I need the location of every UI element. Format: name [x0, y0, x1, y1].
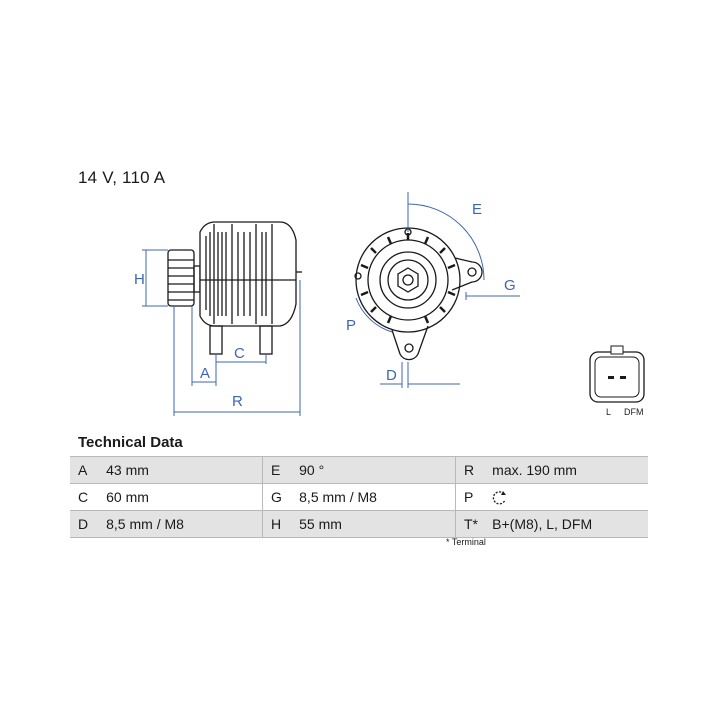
terminal-footnote: * Terminal — [446, 537, 486, 547]
dim-label-a: A — [200, 365, 210, 382]
dim-label-r: R — [232, 393, 243, 410]
spec-key: A — [70, 456, 105, 484]
spec-value: 43 mm — [104, 456, 263, 484]
dim-label-h: H — [134, 271, 145, 288]
spec-value: 60 mm — [104, 483, 263, 511]
front-view — [354, 227, 483, 361]
spec-key: C — [78, 489, 89, 505]
dim-label-e: E — [472, 201, 482, 218]
dimension-lines — [142, 192, 520, 416]
spec-value: B+(M8), L, DFM — [490, 510, 648, 538]
table-row: A 43 mm E 90 ° R max. 190 mm — [70, 456, 648, 484]
spec-key: H — [262, 510, 298, 538]
table-row: D 8,5 mm / M8 H 55 mm T* B+(M8), L, DFM — [70, 510, 648, 538]
spec-value — [490, 484, 648, 511]
spec-value: 90 ° — [297, 456, 457, 484]
technical-data-table: A 43 mm E 90 ° R max. 190 mm C 60 mm G 8… — [70, 456, 648, 538]
spec-key: E — [262, 456, 298, 484]
connector-pin-dfm: DFM — [624, 407, 644, 417]
rotation-direction-icon — [492, 490, 507, 505]
dim-label-c: C — [234, 345, 245, 362]
front-view-vents — [360, 233, 456, 324]
spec-value: 8,5 mm / M8 — [104, 510, 263, 538]
spec-key: P — [464, 489, 474, 505]
rating-text: 14 V, 110 A — [78, 168, 166, 187]
technical-data-title: Technical Data — [78, 434, 183, 451]
table-row: C 60 mm G 8,5 mm / M8 P — [70, 483, 648, 511]
spec-key: R — [455, 456, 491, 484]
connector-diagram: L DFM — [589, 345, 645, 417]
dim-label-g: G — [504, 277, 516, 294]
dimension-letters: H A C R E G P D — [134, 201, 516, 410]
spec-value: max. 190 mm — [490, 456, 648, 484]
spec-value: 8,5 mm / M8 — [297, 483, 457, 511]
alternator-drawing: H A C R E G P D L DFM — [134, 192, 645, 417]
dim-label-d: D — [386, 367, 397, 384]
connector-pin-l: L — [606, 407, 611, 417]
side-view — [167, 221, 302, 355]
spec-key: G — [270, 489, 282, 505]
spec-key: T* — [455, 510, 491, 538]
spec-key: D — [70, 510, 105, 538]
dim-label-p: P — [346, 317, 356, 334]
spec-value: 55 mm — [297, 510, 457, 538]
